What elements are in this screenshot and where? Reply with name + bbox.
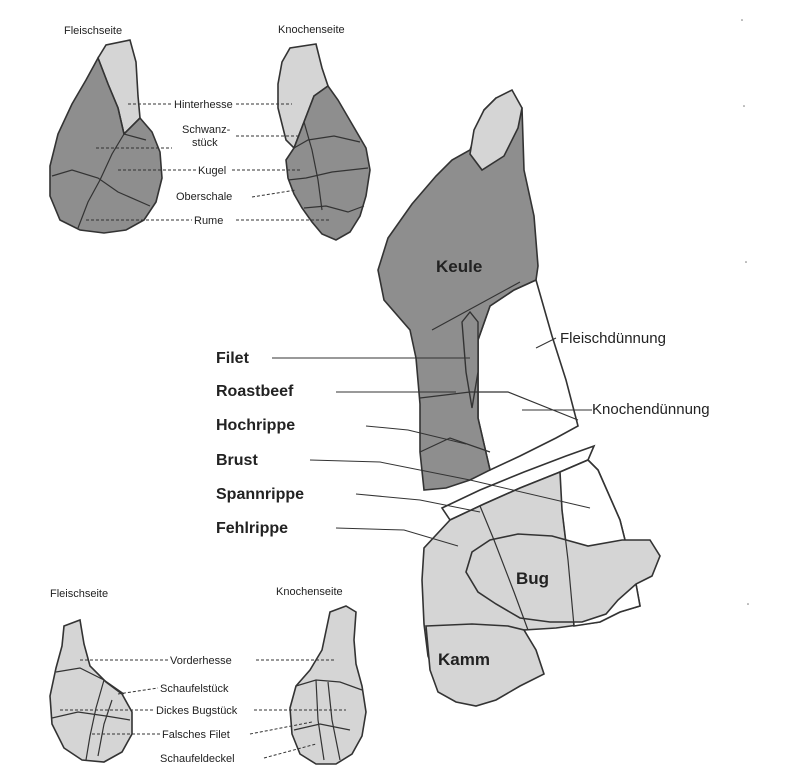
bottom-right-bug-knochenseite <box>290 606 366 764</box>
label-roastbeef: Roastbeef <box>216 383 294 400</box>
label-keule: Keule <box>436 257 482 276</box>
top-left-keule-fleischseite <box>50 40 162 233</box>
label-fleischduennung: Fleischdünnung <box>560 330 666 347</box>
label-hochrippe: Hochrippe <box>216 417 295 434</box>
bottom-right-title: Knochenseite <box>276 586 343 598</box>
label-kamm: Kamm <box>438 650 490 669</box>
label-knochenduennung: Knochendünnung <box>592 401 710 418</box>
label-falsches-filet: Falsches Filet <box>162 729 230 741</box>
label-dickes-bugstueck: Dickes Bugstück <box>156 705 238 717</box>
label-brust: Brust <box>216 452 258 469</box>
label-schaufelstueck: Schaufelstück <box>160 683 229 695</box>
main-beef-side <box>378 90 660 706</box>
bottom-left-title: Fleischseite <box>50 588 108 600</box>
duennung-shape <box>478 280 578 470</box>
top-right-keule-knochenseite <box>278 44 370 240</box>
leader-schaufelstueck <box>118 688 158 694</box>
bottom-left-bug-fleischseite <box>50 620 132 762</box>
label-schwanzstueck-line2: stück <box>192 137 218 149</box>
label-hinterhesse: Hinterhesse <box>174 99 233 111</box>
leader-oberschale <box>252 190 296 197</box>
top-left-title: Fleischseite <box>64 25 122 37</box>
top-left-keule-body-shape <box>50 58 162 233</box>
label-vorderhesse: Vorderhesse <box>170 655 232 667</box>
top-right-title: Knochenseite <box>278 24 345 36</box>
scan-margin-marks <box>741 19 749 605</box>
label-schwanzstueck-line1: Schwanz- <box>182 124 231 136</box>
label-rume: Rume <box>194 215 223 227</box>
label-filet: Filet <box>216 350 250 367</box>
label-oberschale: Oberschale <box>176 191 232 203</box>
label-bug: Bug <box>516 569 549 588</box>
label-kugel: Kugel <box>198 165 226 177</box>
label-fehlrippe: Fehlrippe <box>216 520 288 537</box>
label-schaufeldeckel: Schaufeldeckel <box>160 753 235 765</box>
label-spannrippe: Spannrippe <box>216 486 304 503</box>
